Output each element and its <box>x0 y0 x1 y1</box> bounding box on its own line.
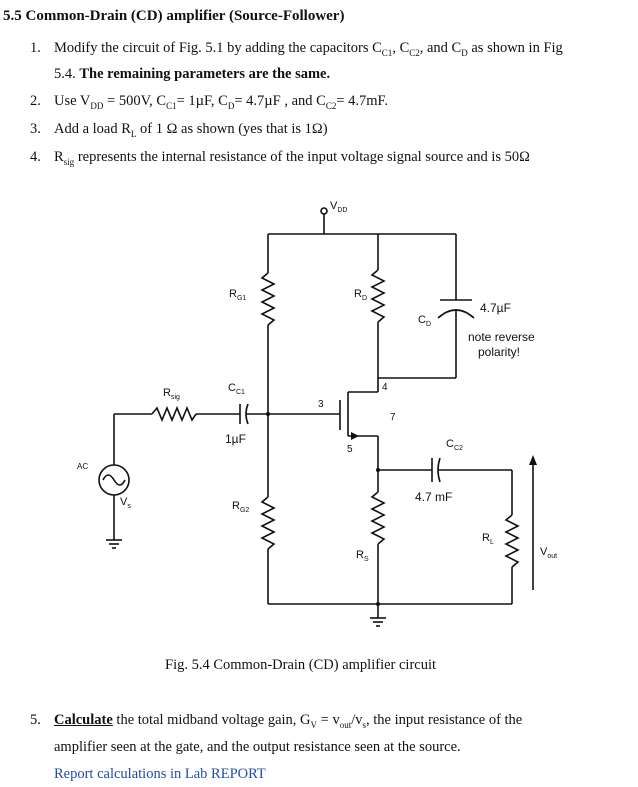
rs-label: RS <box>356 549 369 564</box>
vs-label: Vs <box>120 496 131 511</box>
rd-resistor <box>370 269 386 323</box>
step-3-text: Add a load RL of 1 Ω as shown (yes that … <box>54 121 328 139</box>
rd-label: RD <box>354 288 368 303</box>
vdd-terminal <box>320 207 328 215</box>
cc1-value: 1µF <box>225 432 246 446</box>
cd-value: 4.7µF <box>480 301 511 315</box>
rsig-label: Rsig <box>163 387 180 402</box>
step-3-number: 3. <box>30 121 41 137</box>
rl-resistor <box>504 514 520 568</box>
task-5-line3: Report calculations in Lab REPORT <box>54 766 266 782</box>
rg2-resistor <box>260 496 276 550</box>
vout-arrow-head <box>529 455 537 465</box>
node-7: 7 <box>390 412 396 423</box>
step-1-line1: Modify the circuit of Fig. 5.1 by adding… <box>54 40 563 58</box>
rg1-label: RG1 <box>229 288 247 303</box>
mosfet-arrow <box>351 432 359 440</box>
rg1-resistor <box>260 272 276 326</box>
node-4: 4 <box>382 382 388 393</box>
node-3: 3 <box>318 399 324 410</box>
task-5-number: 5. <box>30 712 41 728</box>
cd-label: CD <box>418 314 432 329</box>
step-2-text: Use VDD = 500V, CC1= 1µF, CD= 4.7µF , an… <box>54 93 389 111</box>
cc2-label: CC2 <box>446 438 463 453</box>
cc2-value: 4.7 mF <box>415 490 453 504</box>
step-1-line2: 5.4. The remaining parameters are the sa… <box>54 66 331 82</box>
cc1-label: CC1 <box>228 382 245 397</box>
step-2-number: 2. <box>30 93 41 109</box>
section-title: 5.5 Common-Drain (CD) amplifier (Source-… <box>3 8 345 24</box>
task-5-line2: amplifier seen at the gate, and the outp… <box>54 739 461 755</box>
note-line-1: note reverse <box>468 330 535 344</box>
node-5: 5 <box>347 444 353 455</box>
rl-label: RL <box>482 532 494 547</box>
rsig-resistor <box>151 405 197 423</box>
step-4-text: Rsig represents the internal resistance … <box>54 149 530 167</box>
vout-label: Vout <box>540 546 558 561</box>
ac-label: AC <box>77 462 89 471</box>
rs-resistor <box>370 491 386 545</box>
note-line-2: polarity! <box>478 345 521 359</box>
step-4-number: 4. <box>30 149 41 165</box>
task-5-line1: Calculate the total midband voltage gain… <box>54 712 523 730</box>
step-1-number: 1. <box>30 40 41 56</box>
vdd-label: VDD <box>330 200 348 215</box>
figure-caption: Fig. 5.4 Common-Drain (CD) amplifier cir… <box>165 657 437 673</box>
rg2-label: RG2 <box>232 500 250 515</box>
